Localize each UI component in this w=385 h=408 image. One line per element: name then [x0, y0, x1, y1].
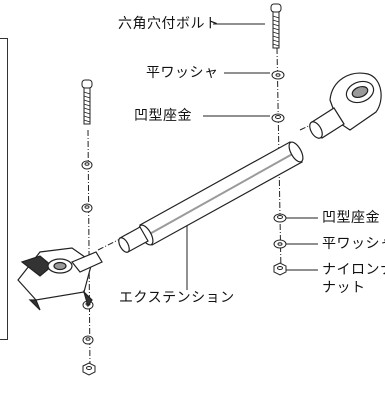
nylon-nut-right [273, 262, 287, 276]
label-flat-washer-right: 平ワッシャ [322, 236, 385, 252]
label-concave-washer-right: 凹型座金 [322, 210, 380, 226]
label-extension: エクステンション [119, 290, 235, 306]
washer-left-1 [81, 160, 93, 170]
washer-left-4 [82, 335, 94, 345]
left-assembly-axis [87, 129, 91, 371]
hex-bolt-left [81, 79, 93, 125]
label-hex-bolt: 六角穴付ボルト [118, 16, 220, 32]
label-concave-washer: 凹型座金 [134, 108, 192, 124]
hex-bolt-top [270, 3, 282, 49]
flat-washer-right [273, 239, 287, 249]
clamp-right [309, 72, 382, 139]
label-nylon-nut-line2: ナット [322, 280, 366, 296]
label-flat-washer: 平ワッシャ [146, 65, 219, 81]
flat-washer-top [271, 70, 285, 80]
concave-washer-top [271, 113, 285, 123]
left-frame-bracket [0, 38, 8, 340]
nylon-nut-left [82, 362, 96, 376]
extension-axis-right [299, 114, 333, 131]
extension-tube [118, 141, 304, 253]
clamp-left [17, 247, 103, 311]
washer-left-2 [81, 203, 93, 213]
concave-washer-right [273, 213, 287, 223]
